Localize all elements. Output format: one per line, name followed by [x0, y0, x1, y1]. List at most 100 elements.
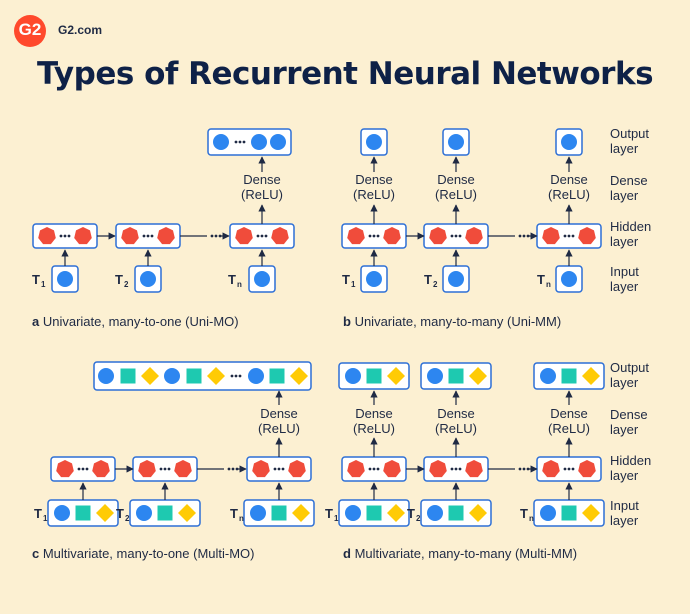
caption-text: Univariate, many-to-many (Uni-MM) — [355, 314, 562, 329]
hidden-unit — [288, 460, 306, 478]
hidden-dots — [450, 234, 462, 238]
dot — [67, 234, 71, 238]
time-label-tn: T — [228, 272, 236, 287]
input-unit — [561, 271, 577, 287]
input-feature-square — [157, 505, 173, 521]
time-label-t1-subscript: 1 — [41, 280, 46, 289]
dot — [231, 467, 235, 471]
hidden-dots — [159, 467, 171, 471]
dot — [454, 467, 458, 471]
dot — [159, 467, 163, 471]
dot — [167, 467, 171, 471]
dot — [77, 467, 81, 471]
dense-relu-label: (ReLU) — [241, 187, 283, 202]
dot — [230, 374, 234, 378]
hidden-dots — [368, 234, 380, 238]
hidden-dots — [563, 234, 575, 238]
time-label-tn: T — [537, 272, 545, 287]
dense-label: Dense — [550, 406, 588, 421]
dot — [571, 234, 575, 238]
layer-label-output-sub: layer — [610, 375, 639, 390]
output-feature-diamond — [582, 367, 600, 385]
input-feature-circle — [250, 505, 266, 521]
hidden-dots — [368, 467, 380, 471]
dot — [522, 234, 526, 238]
layer-label-dense-sub: layer — [610, 422, 639, 437]
dot — [234, 374, 238, 378]
dot — [563, 467, 567, 471]
dot — [210, 234, 214, 238]
input-unit — [366, 271, 382, 287]
hidden-unit — [542, 227, 560, 245]
dot — [563, 234, 567, 238]
caption-text: Multivariate, many-to-one (Multi-MO) — [43, 546, 255, 561]
dot — [518, 467, 522, 471]
dot — [260, 234, 264, 238]
input-unit — [448, 271, 464, 287]
caption-text: Multivariate, many-to-many (Multi-MM) — [355, 546, 577, 561]
dot — [526, 234, 530, 238]
output-dots — [234, 140, 246, 144]
output-feature-diamond — [207, 367, 225, 385]
time-label-tn-subscript: n — [237, 280, 242, 289]
layer-label-hidden-sub: layer — [610, 468, 639, 483]
output-unit — [366, 134, 382, 150]
hidden-unit — [465, 227, 483, 245]
input-feature-diamond — [178, 504, 196, 522]
layer-label-input: Input — [610, 498, 639, 513]
page-title: Types of Recurrent Neural Networks — [36, 56, 654, 92]
hidden-unit — [542, 460, 560, 478]
dot — [234, 140, 238, 144]
dot — [218, 234, 222, 238]
dense-relu-label: (ReLU) — [435, 187, 477, 202]
input-feature-square — [271, 505, 287, 521]
dot — [376, 234, 380, 238]
time-label-tn-subscript: n — [529, 514, 534, 523]
hidden-unit — [252, 460, 270, 478]
input-feature-diamond — [387, 504, 405, 522]
dense-relu-label: (ReLU) — [548, 187, 590, 202]
time-label-t1-subscript: 1 — [351, 280, 356, 289]
input-unit — [254, 271, 270, 287]
dot — [522, 467, 526, 471]
output-feature-square — [186, 368, 202, 384]
dot — [372, 234, 376, 238]
layer-label-input-sub: layer — [610, 279, 639, 294]
input-feature-diamond — [96, 504, 114, 522]
caption-c: c Multivariate, many-to-one (Multi-MO) — [32, 546, 255, 561]
time-label-tn: T — [230, 506, 238, 521]
output-feature-circle — [540, 368, 556, 384]
input-feature-diamond — [582, 504, 600, 522]
dot — [146, 234, 150, 238]
time-label-tn-subscript: n — [239, 514, 244, 523]
hidden-unit — [347, 460, 365, 478]
time-label-t2: T — [407, 506, 415, 521]
dot — [376, 467, 380, 471]
hidden-unit — [38, 227, 56, 245]
input-feature-circle — [54, 505, 70, 521]
hidden-unit — [271, 227, 289, 245]
hidden-unit — [429, 227, 447, 245]
dot — [567, 467, 571, 471]
dot — [163, 467, 167, 471]
input-feature-diamond — [292, 504, 310, 522]
dense-relu-label: (ReLU) — [353, 421, 395, 436]
layer-label-dense: Dense — [610, 407, 648, 422]
hidden-unit — [138, 460, 156, 478]
input-feature-circle — [540, 505, 556, 521]
output-feature-circle — [345, 368, 361, 384]
dot — [281, 467, 285, 471]
g2-logo: G2 — [14, 15, 46, 47]
dense-relu-label: (ReLU) — [258, 421, 300, 436]
hidden-unit — [74, 227, 92, 245]
dense-label: Dense — [437, 172, 475, 187]
caption-letter: a — [32, 314, 43, 329]
caption-letter: d — [343, 546, 355, 561]
layer-label-output-sub: layer — [610, 141, 639, 156]
dot — [450, 234, 454, 238]
dot — [150, 234, 154, 238]
output-feature-square — [366, 368, 382, 384]
dense-relu-label: (ReLU) — [353, 187, 395, 202]
dot — [458, 467, 462, 471]
